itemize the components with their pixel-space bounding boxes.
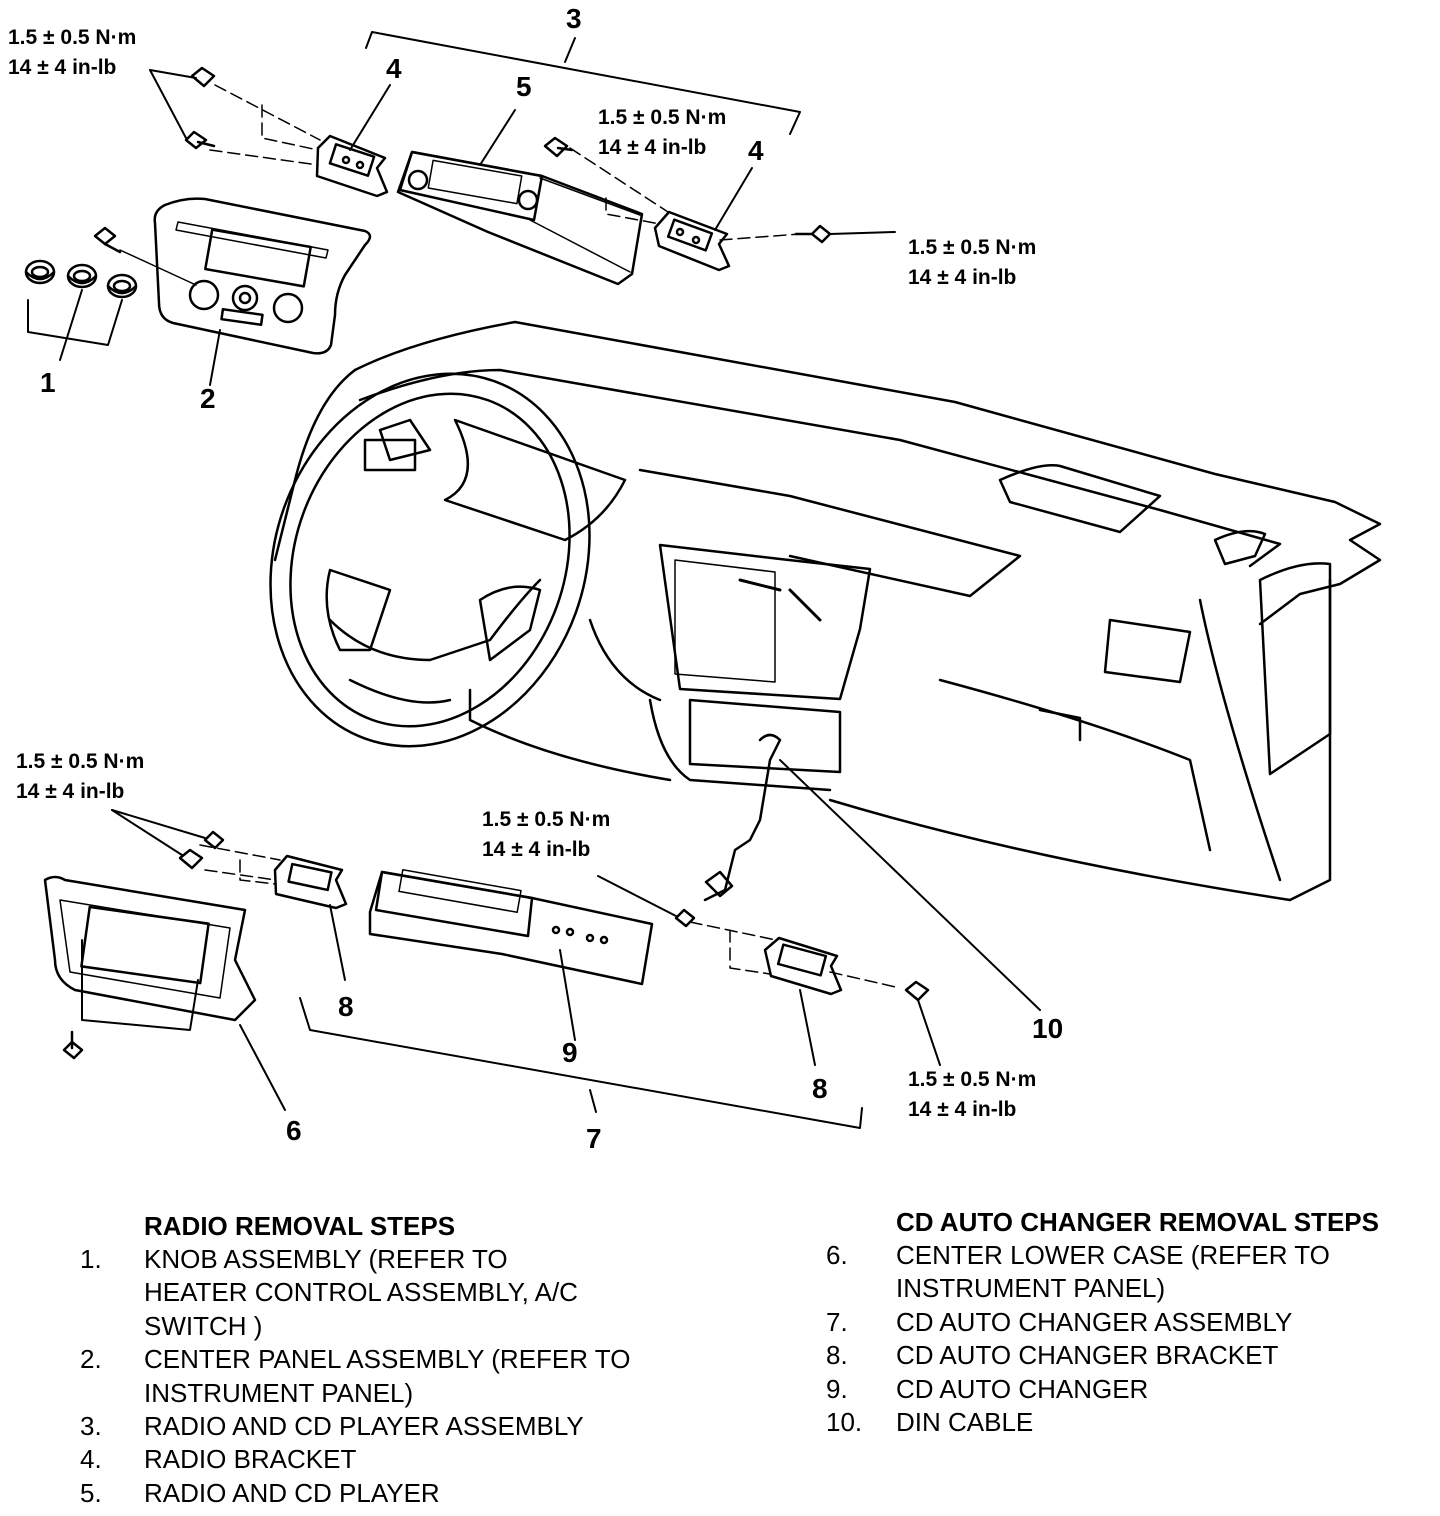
- step-text: KNOB ASSEMBLY (REFER TO HEATER CONTROL A…: [144, 1244, 578, 1341]
- torque-nm-label: 1.5 ± 0.5 N·m: [908, 236, 1036, 259]
- step-number: 6.: [826, 1240, 848, 1270]
- torque-inlb-label: 14 ± 4 in-lb: [16, 780, 124, 803]
- step-number: 5.: [80, 1477, 102, 1508]
- callout-7: 7: [586, 1123, 602, 1154]
- radio-cd-player-drawing: [396, 109, 644, 286]
- list-item: 5. RADIO AND CD PLAYER: [80, 1477, 730, 1510]
- callout-6: 6: [286, 1115, 302, 1146]
- cd-changer-bracket-right-drawing: [597, 875, 941, 1066]
- list-item: 9. CD AUTO CHANGER: [826, 1373, 1436, 1406]
- torque-inlb-label: 14 ± 4 in-lb: [8, 56, 116, 79]
- list-item: 1. KNOB ASSEMBLY (REFER TO HEATER CONTRO…: [80, 1243, 730, 1343]
- callout-1: 1: [40, 367, 56, 398]
- cd-auto-changer-drawing: [368, 868, 654, 1041]
- step-text: CD AUTO CHANGER ASSEMBLY: [896, 1306, 1293, 1337]
- step-number: 3.: [80, 1411, 102, 1442]
- callout-2: 2: [200, 383, 216, 414]
- step-text: RADIO AND CD PLAYER: [144, 1477, 440, 1508]
- list-item: 6. CENTER LOWER CASE (REFER TO INSTRUMEN…: [826, 1239, 1436, 1306]
- dashboard-drawing: [269, 320, 1382, 1011]
- torque-nm-label: 1.5 ± 0.5 N·m: [8, 26, 136, 49]
- step-number: 8.: [826, 1340, 848, 1371]
- callout-8: 8: [338, 991, 354, 1022]
- torque-nm-label: 1.5 ± 0.5 N·m: [908, 1068, 1036, 1091]
- step-text: RADIO BRACKET: [144, 1444, 357, 1475]
- step-text: CD AUTO CHANGER: [896, 1373, 1149, 1404]
- torque-nm-label: 1.5 ± 0.5 N·m: [16, 750, 144, 773]
- list-item: 4. RADIO BRACKET: [80, 1443, 730, 1476]
- list-item: 2. CENTER PANEL ASSEMBLY (REFER TO INSTR…: [80, 1343, 730, 1410]
- callout-10: 10: [1032, 1013, 1063, 1044]
- list-item: 10. DIN CABLE: [826, 1406, 1436, 1439]
- step-number: 10.: [826, 1407, 863, 1438]
- step-text: CENTER LOWER CASE (REFER TO INSTRUMENT P…: [896, 1240, 1330, 1304]
- step-text: CD AUTO CHANGER BRACKET: [896, 1340, 1279, 1371]
- knob-assembly-drawing: [24, 259, 138, 361]
- list-item: 7. CD AUTO CHANGER ASSEMBLY: [826, 1306, 1436, 1339]
- radio-bracket-right-drawing: [543, 136, 896, 272]
- step-number: 2.: [80, 1344, 102, 1375]
- cd-steps-heading: CD AUTO CHANGER REMOVAL STEPS: [896, 1207, 1379, 1237]
- callout-5: 5: [516, 71, 532, 102]
- callout-9: 9: [562, 1037, 578, 1068]
- list-item: 3. RADIO AND CD PLAYER ASSEMBLY: [80, 1410, 730, 1443]
- callout-4: 4: [386, 53, 402, 84]
- step-text: DIN CABLE: [896, 1407, 1034, 1438]
- radio-steps-heading: RADIO REMOVAL STEPS: [144, 1211, 456, 1241]
- step-text: CENTER PANEL ASSEMBLY (REFER TO INSTRUME…: [144, 1344, 631, 1408]
- callout-3: 3: [566, 3, 582, 34]
- radio-removal-steps: RADIO REMOVAL STEPS 1. KNOB ASSEMBLY (RE…: [80, 1210, 730, 1510]
- callout-8: 8: [812, 1073, 828, 1104]
- center-lower-case-drawing: [43, 875, 286, 1111]
- assembly-3-bracket-line: [365, 31, 801, 135]
- torque-inlb-label: 14 ± 4 in-lb: [482, 838, 590, 861]
- list-item: 8. CD AUTO CHANGER BRACKET: [826, 1339, 1436, 1372]
- callout-4: 4: [748, 135, 764, 166]
- step-number: 7.: [826, 1306, 848, 1337]
- exploded-view-diagram: 1.5 ± 0.5 N·m 14 ± 4 in-lb 1.5 ± 0.5 N·m…: [8, 3, 1382, 1154]
- step-number: 1.: [80, 1244, 102, 1274]
- center-panel-drawing: [93, 197, 372, 386]
- torque-inlb-label: 14 ± 4 in-lb: [598, 136, 706, 159]
- radio-bracket-left-drawing: [149, 66, 391, 198]
- step-number: 4.: [80, 1444, 102, 1475]
- torque-inlb-label: 14 ± 4 in-lb: [908, 266, 1016, 289]
- torque-nm-label: 1.5 ± 0.5 N·m: [598, 106, 726, 129]
- torque-nm-label: 1.5 ± 0.5 N·m: [482, 808, 610, 831]
- assembly-7-bracket-line: [299, 997, 863, 1129]
- torque-inlb-label: 14 ± 4 in-lb: [908, 1098, 1016, 1121]
- cd-changer-bracket-left-drawing: [111, 809, 348, 981]
- step-text: RADIO AND CD PLAYER ASSEMBLY: [144, 1411, 584, 1442]
- cd-changer-removal-steps: CD AUTO CHANGER REMOVAL STEPS 6. CENTER …: [826, 1206, 1436, 1439]
- step-number: 9.: [826, 1373, 848, 1404]
